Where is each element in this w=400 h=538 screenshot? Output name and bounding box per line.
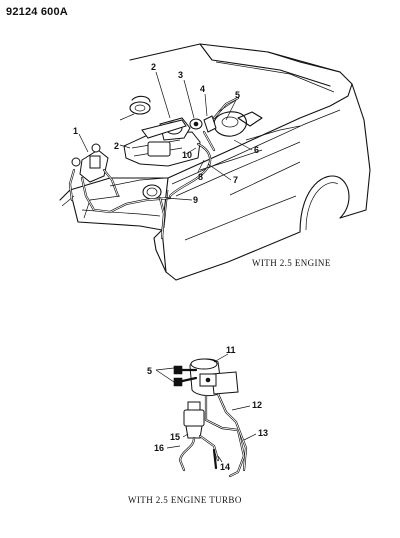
callout-6: 6 — [254, 145, 259, 155]
callout-3: 3 — [178, 70, 183, 80]
callout-10: 10 — [182, 150, 192, 160]
callout-2a: 2 — [151, 62, 156, 72]
callout-5b: 5 — [147, 366, 152, 376]
callout-9: 9 — [193, 195, 198, 205]
callout-labels: 1 2 2 3 4 5 6 7 8 9 10 5 11 12 13 14 15 … — [73, 62, 268, 472]
leader-lines-top — [78, 71, 253, 201]
fender-body — [129, 43, 371, 281]
caption-bottom: WITH 2.5 ENGINE TURBO — [128, 495, 242, 505]
callout-12: 12 — [252, 400, 262, 410]
engine-bay — [59, 95, 301, 240]
callout-4: 4 — [200, 84, 205, 94]
page-id: 92124 600A — [6, 6, 68, 18]
callout-5a: 5 — [235, 90, 240, 100]
callout-11: 11 — [226, 345, 236, 355]
callout-8: 8 — [198, 172, 203, 182]
turbo-detail — [173, 358, 248, 478]
leader-lines-bottom — [155, 353, 257, 463]
callout-7: 7 — [233, 175, 238, 185]
callout-13: 13 — [258, 428, 268, 438]
caption-top: WITH 2.5 ENGINE — [252, 258, 331, 268]
callout-1: 1 — [73, 126, 78, 136]
callout-16: 16 — [154, 443, 164, 453]
callout-15: 15 — [170, 432, 180, 442]
callout-2b: 2 — [114, 141, 119, 151]
callout-14: 14 — [220, 462, 230, 472]
